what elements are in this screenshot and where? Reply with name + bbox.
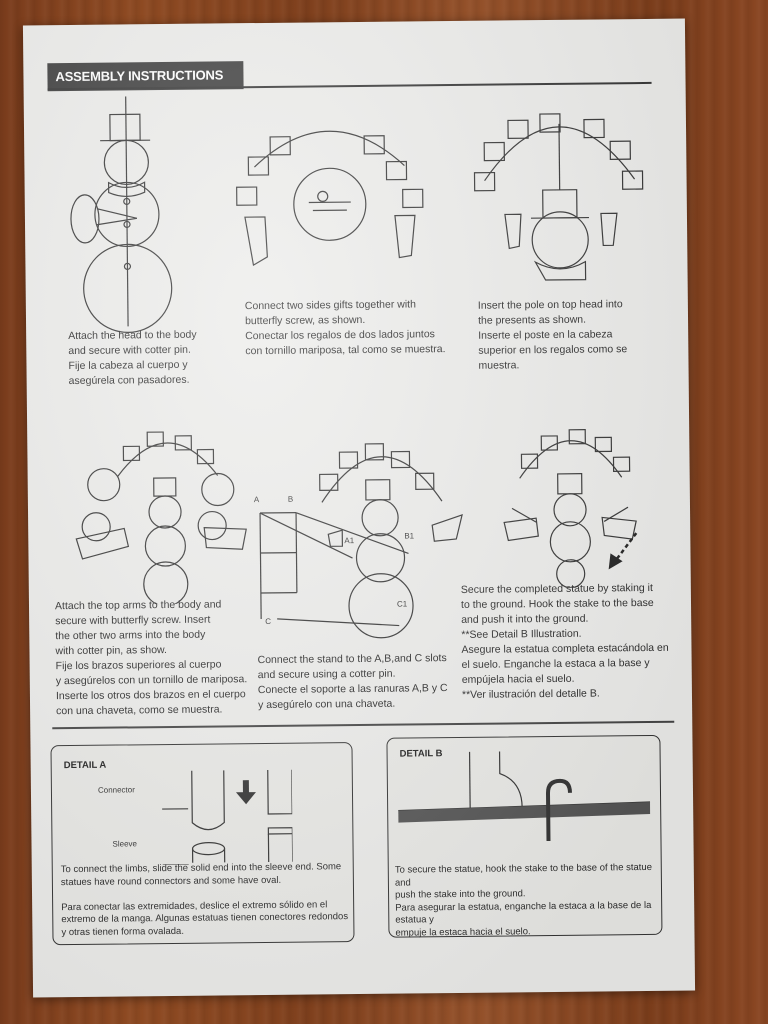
gift-icon (236, 130, 424, 267)
connector-sleeve-icon (162, 769, 293, 866)
snowman-arms-icon (75, 431, 247, 606)
step-3-text: Insert the pole on top head into the pre… (477, 298, 628, 372)
stand-assembly-icon (259, 443, 463, 639)
sleeve-label: Sleeve (112, 839, 138, 849)
stake-icon (398, 751, 651, 842)
slot-b1-label: B1 (404, 531, 415, 541)
section-divider (52, 720, 675, 729)
step-6-text: Secure the completed statue by staking i… (460, 581, 669, 701)
step-4-text: Attach the top arms to the body and secu… (54, 598, 248, 718)
step-1-text: Attach the head to the body and secure w… (68, 328, 197, 388)
slot-a1-label: A1 (344, 536, 355, 546)
snowman-head-icon (473, 113, 644, 281)
detail-b-box: DETAIL B To secure the statue, hook the … (386, 734, 663, 939)
detail-a-box: DETAIL A Connector Sleeve To connect the… (50, 742, 355, 946)
arrow-down-icon (235, 780, 256, 805)
detail-b-text: To secure the statue, hook the stake to … (394, 861, 653, 939)
arrow-down-icon (608, 532, 638, 570)
snowman-icon (70, 96, 173, 334)
completed-snowman-icon (503, 429, 638, 589)
detail-a-text: To connect the limbs, slide the solid en… (60, 861, 349, 938)
connector-label: Connector (97, 785, 135, 795)
slot-c1-label: C1 (396, 599, 408, 609)
slot-b-label: B (287, 494, 294, 504)
mitten-icon (244, 216, 268, 267)
butterfly-screw-icon (293, 167, 367, 241)
step-5-text: Connect the stand to the A,B,and C slots… (257, 652, 448, 712)
instruction-sheet: ASSEMBLY INSTRUCTIONS Attach the head to… (22, 18, 696, 998)
slot-a-label: A (253, 495, 260, 505)
detail-a-title: DETAIL A (63, 759, 107, 772)
step-2-text: Connect two sides gifts together with bu… (244, 298, 446, 358)
slot-c-label: C (265, 616, 272, 626)
